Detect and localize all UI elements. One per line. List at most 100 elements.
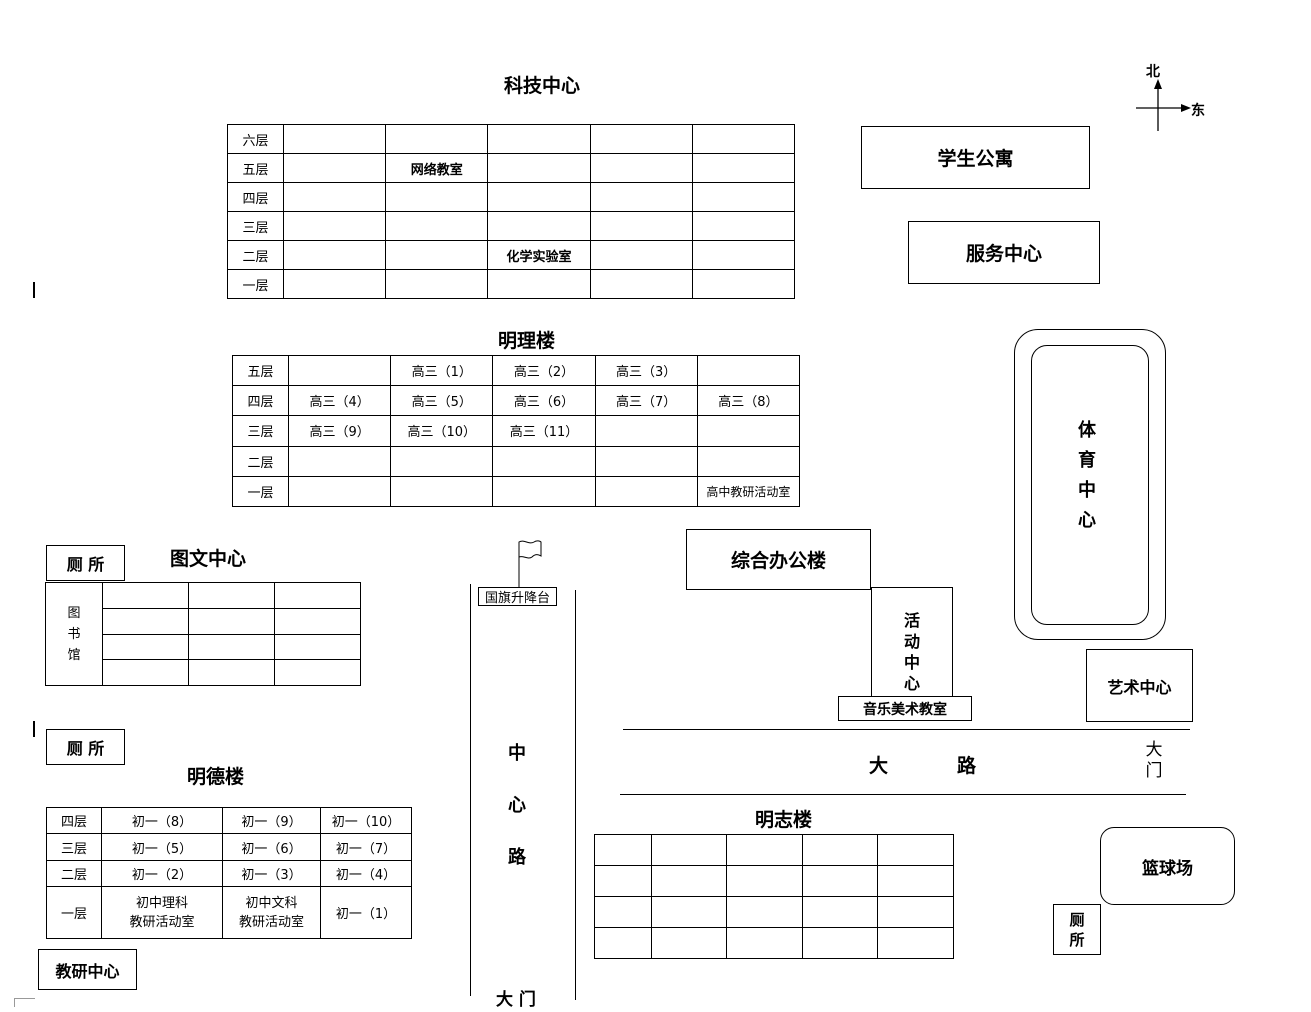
jiaoyan-center: 教研中心: [38, 949, 137, 990]
mingde-title: 明德楼: [187, 766, 245, 788]
mingli-floor-row: 四层高三（4）高三（5）高三（6）高三（7）高三（8）: [232, 385, 801, 417]
room-cell: [487, 182, 591, 212]
main-road-label-1: 大: [869, 755, 889, 777]
toilet-mingde: 厕 所: [46, 729, 125, 765]
keji-title: 科技中心: [504, 75, 581, 97]
room-cell: 高三（2）: [492, 354, 596, 387]
room-cell: [691, 269, 796, 299]
room-cell: 高三（4）: [287, 385, 392, 417]
room-cell: [589, 269, 693, 299]
room-cell: [594, 445, 698, 477]
flag-platform: 国旗升降台: [478, 587, 557, 606]
mingde-floor-row: 四层初一（8）初一（9）初一（10）: [46, 806, 412, 835]
room-cell: [691, 240, 796, 270]
mingde-floor-row: 一层初中理科 教研活动室初中文科 教研活动室初一（1）: [46, 886, 412, 939]
sports-track-outer: [1014, 329, 1166, 640]
toilet-basketball: 厕所: [1053, 904, 1101, 955]
room-cell: [589, 211, 693, 241]
mingli-floor-row: 一层 高中教研活动室: [232, 475, 801, 508]
room-cell: 初一（8）: [101, 806, 223, 835]
text-cursor-mark: [33, 721, 35, 737]
room-cell: [589, 182, 693, 212]
room-cell: [282, 269, 387, 299]
room-cell: 高三（6）: [492, 385, 596, 417]
sports-track-inner: [1031, 345, 1149, 625]
mingli-floor-row: 五层高三（1）高三（2）高三（3）: [232, 354, 801, 387]
toilet-library: 厕 所: [46, 545, 125, 581]
keji-floor-row: 六层: [227, 124, 796, 154]
room-cell: [287, 445, 392, 477]
basketball-court: 篮球场: [1100, 827, 1235, 905]
room-cell: [691, 153, 796, 183]
room-cell: [589, 153, 693, 183]
room-cell: [385, 124, 489, 154]
room-cell: [691, 124, 796, 154]
keji-floor-row: 四层: [227, 182, 796, 212]
mingde-floor-row: 三层初一（5）初一（6）初一（7）: [46, 833, 412, 861]
floor-label: 四层: [232, 385, 289, 417]
room-cell: [589, 240, 693, 270]
room-cell: [487, 269, 591, 299]
floor-label: 二层: [232, 445, 289, 477]
room-cell: 高三（11）: [492, 415, 596, 447]
room-cell: 初一（1）: [320, 886, 412, 939]
floor-label: 六层: [227, 124, 284, 154]
center-road-right-edge: [575, 590, 576, 1000]
room-cell: [282, 211, 387, 241]
room-cell: 高三（9）: [287, 415, 392, 447]
keji-floor-row: 三层: [227, 211, 796, 241]
floor-label: 五层: [227, 153, 284, 183]
floor-label: 三层: [227, 211, 284, 241]
activity-center: 活动中心: [871, 587, 953, 697]
tuwen-table: 图 书 馆: [45, 582, 361, 686]
room-cell: 初一（6）: [222, 833, 321, 861]
main-road-bottom-edge: [620, 794, 1186, 795]
room-cell: 高三（3）: [594, 354, 698, 387]
room-cell: [385, 182, 489, 212]
main-road-label-2: 路: [957, 755, 977, 777]
floor-label: 三层: [46, 833, 102, 861]
compass-north-label: 北: [1146, 64, 1160, 80]
room-cell: 初一（3）: [222, 859, 321, 888]
center-road-label: 中心路: [508, 743, 526, 868]
room-cell: [492, 445, 596, 477]
room-cell: [696, 445, 801, 477]
keji-floor-row: 二层化学实验室: [227, 240, 796, 270]
gate-bottom-label: 大 门: [496, 990, 536, 1010]
floor-label: 四层: [46, 806, 102, 835]
room-cell: [385, 211, 489, 241]
room-cell: [487, 153, 591, 183]
toilet-vertical-label: 厕所: [1069, 910, 1085, 949]
student-apartment: 学生公寓: [861, 126, 1090, 189]
floor-label: 三层: [232, 415, 289, 447]
room-cell: 初一（2）: [101, 859, 223, 888]
room-cell: 高中教研活动室: [696, 475, 801, 508]
mingde-floor-table: 四层初一（8）初一（9）初一（10）三层初一（5）初一（6）初一（7）二层初一（…: [46, 806, 412, 939]
room-cell: 高三（7）: [594, 385, 698, 417]
compass-arrows-icon: [1136, 79, 1191, 131]
room-cell: [487, 124, 591, 154]
room-cell: 化学实验室: [487, 240, 591, 270]
room-cell: [691, 211, 796, 241]
center-road-left-edge: [470, 584, 471, 996]
text-cursor-mark: [33, 282, 35, 298]
office-building: 综合办公楼: [686, 529, 871, 590]
room-cell: [594, 475, 698, 508]
room-cell: [696, 415, 801, 447]
activity-center-label: 活动中心: [904, 611, 921, 693]
floor-label: 五层: [232, 354, 289, 387]
mingli-floor-table: 五层高三（1）高三（2）高三（3）四层高三（4）高三（5）高三（6）高三（7）高…: [232, 354, 801, 508]
room-cell: [287, 354, 392, 387]
mingzhi-title: 明志楼: [755, 809, 813, 831]
room-cell: [696, 354, 801, 387]
floor-label: 一层: [232, 475, 289, 508]
music-art-classroom: 音乐美术教室: [838, 696, 972, 721]
room-cell: 网络教室: [385, 153, 489, 183]
room-cell: [390, 445, 494, 477]
art-center: 艺术中心: [1086, 649, 1193, 722]
service-center: 服务中心: [908, 221, 1100, 284]
room-cell: [492, 475, 596, 508]
main-road-top-edge: [623, 729, 1190, 730]
keji-floor-table: 六层五层网络教室四层三层二层化学实验室一层: [227, 124, 796, 299]
room-cell: 高三（10）: [390, 415, 494, 447]
